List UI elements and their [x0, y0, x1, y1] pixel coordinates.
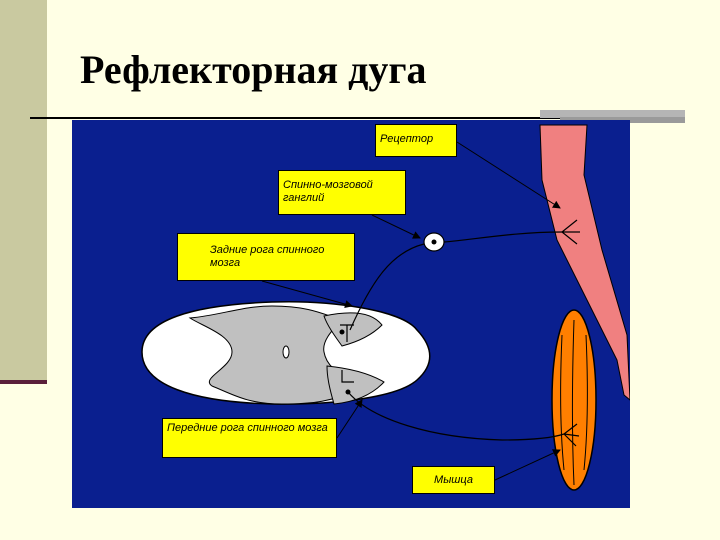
label-posterior-horns: Задние рога спинного мозга — [177, 233, 355, 281]
label-muscle: Мышца — [412, 466, 495, 494]
diagram-canvas — [141, 124, 630, 491]
arrow-anterior — [336, 399, 363, 439]
slide-title: Рефлекторная дуга — [80, 47, 427, 92]
muscle-shape — [551, 309, 597, 491]
title-underline — [30, 117, 680, 119]
arrow-posterior — [261, 280, 353, 308]
motor-neuron — [347, 391, 565, 441]
muscle-fibers — [560, 319, 588, 486]
central-canal — [282, 345, 290, 359]
left-decor-line — [0, 380, 47, 384]
left-decor-bar — [0, 0, 47, 383]
label-spinal-ganglion: Спинно-мозговой ганглий — [278, 170, 406, 215]
gray-matter-anterior-lobe — [326, 365, 385, 405]
arrow-muscle — [494, 449, 561, 481]
interneuron-body — [339, 329, 345, 335]
skin-strip — [539, 124, 630, 401]
sensory-neuron — [349, 231, 563, 331]
label-receptor: Рецептор — [375, 124, 457, 157]
arrow-receptor — [456, 141, 561, 209]
interneuron — [340, 324, 354, 383]
receptor-endings — [561, 219, 580, 245]
label-anterior-horns: Передние рога спинного мозга — [162, 418, 337, 458]
arrow-ganglion — [371, 214, 421, 239]
reflex-arc-diagram: Рецептор Спинно-мозговой ганглий Задние … — [72, 120, 630, 508]
ganglion-nucleus — [431, 239, 437, 245]
motor-endings — [563, 423, 580, 447]
right-decor-block — [540, 110, 685, 118]
